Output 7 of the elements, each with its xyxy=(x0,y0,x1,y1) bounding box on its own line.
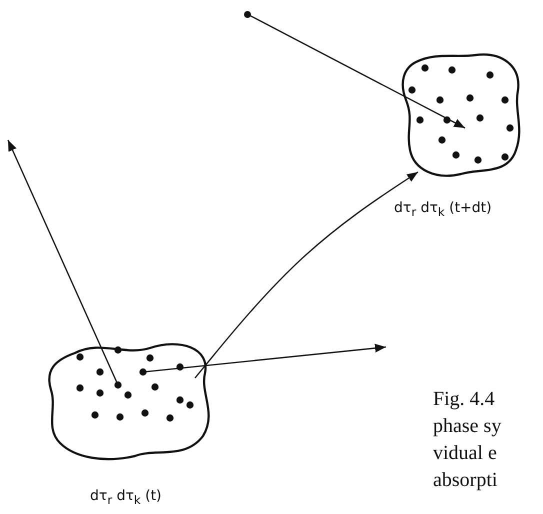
caption-text: absorpti xyxy=(433,468,498,493)
volume-element-label: dτ$_{r}$ dτ$_{k}$ (t) xyxy=(90,488,162,507)
caption-text: vidual e xyxy=(433,441,498,466)
volume-element-label: dτ$_{r}$ dτ$_{k}$ (t+dt) xyxy=(394,200,492,219)
caption-text: Fig. 4.4 xyxy=(433,387,496,412)
caption-text: phase sy xyxy=(433,414,502,439)
arrow xyxy=(194,171,418,378)
